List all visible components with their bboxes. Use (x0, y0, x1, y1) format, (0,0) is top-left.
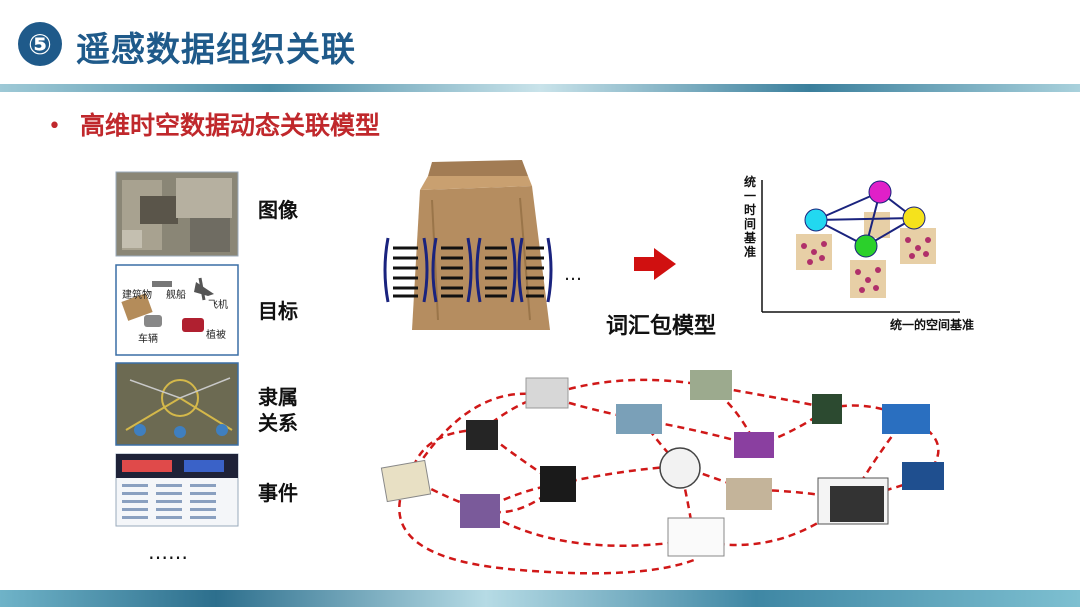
bag-ellipsis: … (564, 264, 582, 285)
label-building: 建筑物 (122, 290, 152, 301)
label-ship: 舰船 (166, 290, 186, 301)
word-vector-brackets (383, 237, 553, 303)
membership-relation-thumbnail (115, 362, 239, 446)
label-image: 图像 (258, 198, 298, 222)
label-aircraft: 飞机 (208, 300, 228, 311)
bag-of-words-label: 词汇包模型 (606, 314, 717, 339)
label-event: 事件 (258, 481, 298, 505)
header-decorative-band (0, 84, 1080, 92)
section-subtitle: 高维时空数据动态关联模型 (80, 111, 381, 140)
graph-y-axis-label: 统一时间基准 (744, 175, 757, 259)
label-target: 目标 (258, 299, 298, 323)
graph-bags (796, 212, 936, 298)
target-objects-thumbnail (115, 264, 239, 356)
word-vector-lines (393, 246, 544, 298)
bullet-point: • (48, 114, 61, 139)
event-dashboard-thumbnail (115, 453, 239, 527)
label-vegetation: 植被 (206, 330, 226, 341)
slide-title: 遥感数据组织关联 (76, 30, 356, 70)
arrow-right-icon (634, 248, 676, 280)
section-number-badge: ⑤ (18, 22, 62, 66)
slide-header (0, 0, 1080, 86)
graph-x-axis-label: 统一的空间基准 (890, 318, 975, 332)
network-node-images (380, 370, 944, 557)
paper-bag-illustration (412, 160, 550, 330)
graph-axes (761, 180, 960, 313)
left-ellipsis: …… (148, 540, 188, 564)
footer-decorative-band (0, 590, 1080, 607)
graph-nodes (804, 180, 926, 258)
label-vehicle: 车辆 (138, 334, 158, 345)
label-membership: 隶属 关系 (258, 385, 298, 435)
satellite-image-thumbnail (115, 171, 239, 257)
